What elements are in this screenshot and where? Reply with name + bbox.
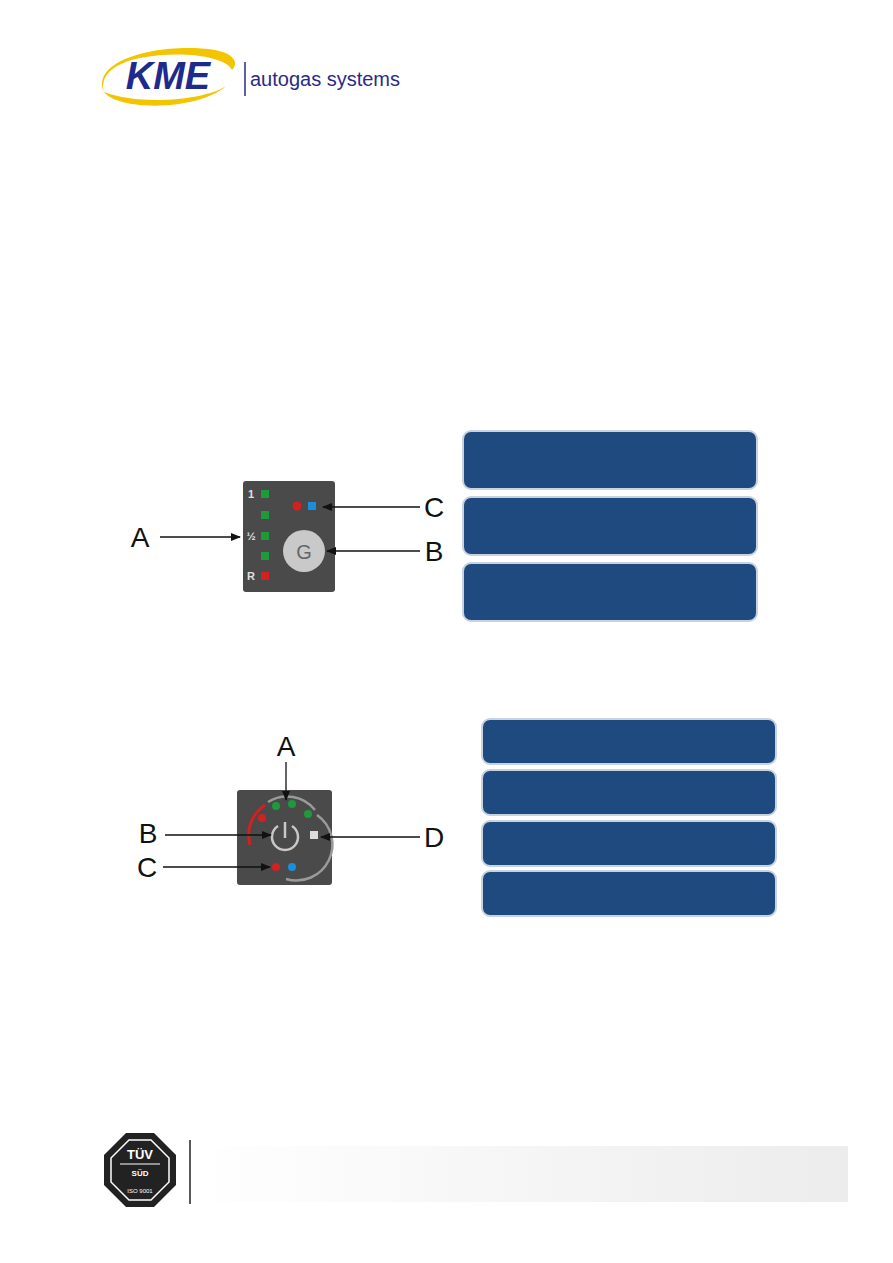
leader-line xyxy=(163,866,270,867)
leader-line xyxy=(165,834,271,835)
blank-box xyxy=(463,431,757,621)
logo-tagline: autogas systems xyxy=(250,69,400,89)
divider xyxy=(189,1140,191,1204)
leader-line xyxy=(323,506,420,507)
leader-line xyxy=(327,550,420,551)
logo-text: KME xyxy=(126,57,210,95)
button-letter: G xyxy=(296,542,312,562)
switch-panel-2 xyxy=(237,790,332,885)
callout-letter: D xyxy=(424,824,444,852)
logo-swoosh xyxy=(102,48,235,106)
callout-letter: A xyxy=(277,733,296,761)
tuv-text: TÜV xyxy=(127,1148,153,1161)
scale-mark: 1 xyxy=(248,489,254,500)
callout-letter: C xyxy=(137,854,157,882)
tuv-text: SÜD xyxy=(132,1170,149,1178)
leader-line xyxy=(285,762,286,800)
scale-mark: ½ xyxy=(246,531,255,542)
footer-band xyxy=(192,1146,848,1202)
callout-letter: A xyxy=(131,524,150,552)
callout-letter: C xyxy=(424,494,444,522)
leader-line xyxy=(321,836,420,837)
scale-mark: R xyxy=(247,571,255,582)
callout-letter: B xyxy=(139,820,158,848)
divider xyxy=(244,62,246,96)
tuv-logo xyxy=(104,1133,176,1207)
blank-box xyxy=(482,719,776,916)
leader-line xyxy=(160,536,240,537)
callout-letter: B xyxy=(425,538,444,566)
tuv-text: ISO 9001 xyxy=(127,1188,152,1194)
switch-panel-1 xyxy=(243,481,335,592)
